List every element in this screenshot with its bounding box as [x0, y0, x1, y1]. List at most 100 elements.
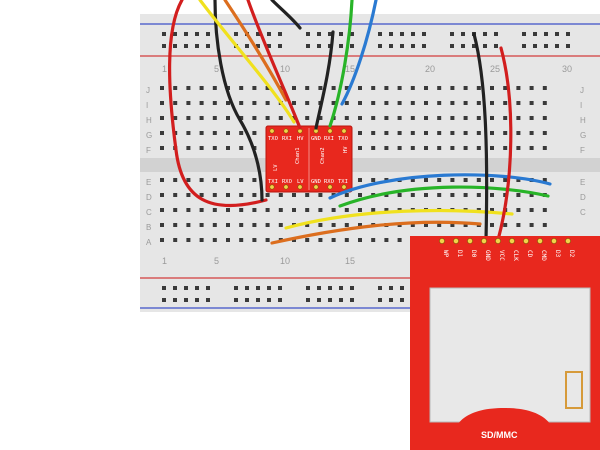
rail-hole: [267, 286, 271, 290]
breadboard-hole: [160, 208, 164, 212]
breadboard-hole: [516, 116, 521, 120]
sd-pin-label: D2: [568, 250, 575, 258]
logic-level-converter[interactable]: TXO RXI HV GND RXI TXO TXI RXO LV GND RX…: [265, 125, 353, 193]
orange-wire[interactable]: [270, 220, 482, 245]
breadboard-hole: [463, 223, 468, 227]
breadboard-hole: [542, 116, 547, 120]
green-wire[interactable]: [328, 0, 354, 128]
breadboard-hole: [305, 208, 310, 212]
breadboard-hole: [173, 223, 178, 227]
rail-hole: [206, 286, 210, 290]
breadboard-hole: [344, 208, 349, 212]
breadboard-hole: [397, 116, 402, 120]
rail-hole: [306, 44, 310, 48]
breadboard-hole: [490, 86, 494, 90]
pin-label: GND: [311, 179, 321, 185]
breadboard-hole: [371, 101, 376, 105]
breadboard-hole: [265, 116, 270, 120]
orange-wire[interactable]: [223, 0, 288, 102]
breadboard-hole: [331, 101, 336, 105]
breadboard-hole: [437, 131, 442, 135]
black-wire[interactable]: [472, 32, 489, 242]
breadboard-hole: [503, 193, 508, 197]
rail-hole: [389, 44, 393, 48]
black-wire[interactable]: [270, 0, 302, 30]
rail-hole: [328, 298, 332, 302]
sd-card-label: SD/MMC: [481, 430, 518, 440]
row-letter: E: [146, 178, 151, 187]
rail-hole: [450, 44, 454, 48]
breadboard-hole: [212, 238, 217, 242]
breadboard-hole: [410, 131, 415, 135]
black-wire[interactable]: [213, 0, 264, 202]
rail-hole: [461, 32, 465, 36]
breadboard-hole: [542, 101, 547, 105]
breadboard-hole: [490, 208, 494, 212]
row-letter: G: [146, 131, 152, 140]
red-wire[interactable]: [246, 0, 302, 130]
breadboard-hole: [331, 223, 336, 227]
rail-hole: [378, 44, 382, 48]
breadboard-hole: [371, 146, 376, 150]
breadboard-hole: [542, 178, 547, 182]
pin-label: RXO: [324, 179, 334, 185]
breadboard-hole: [305, 223, 310, 227]
breadboard-hole: [265, 208, 270, 212]
green-wire[interactable]: [338, 185, 550, 208]
breadboard-hole: [252, 223, 257, 227]
rail-hole: [566, 32, 570, 36]
rail-hole: [173, 44, 177, 48]
red-wire[interactable]: [496, 46, 513, 242]
yellow-wire[interactable]: [198, 0, 296, 124]
column-number: 5: [214, 256, 219, 266]
header-pin: [313, 184, 319, 190]
chan2-label: Chan2: [320, 147, 326, 164]
breadboard-hole: [542, 146, 547, 150]
breadboard-hole: [529, 223, 534, 227]
rail-hole: [378, 32, 382, 36]
breadboard-hole: [437, 178, 442, 182]
row-letter: D: [146, 193, 152, 202]
breadboard-hole: [239, 116, 244, 120]
red-wire[interactable]: [167, 0, 268, 208]
rail-hole: [162, 286, 166, 290]
breadboard-hole: [212, 86, 217, 90]
blue-wire[interactable]: [340, 0, 378, 106]
breadboard-hole: [384, 101, 389, 105]
rail-hole: [184, 286, 188, 290]
rail-hole: [234, 298, 238, 302]
breadboard-hole: [437, 193, 442, 197]
breadboard-hole: [292, 193, 296, 197]
black-wire[interactable]: [314, 30, 335, 130]
rail-hole: [317, 44, 321, 48]
row-letter: I: [580, 101, 582, 110]
breadboard-hole: [542, 223, 547, 227]
rail-hole: [267, 44, 271, 48]
rail-hole: [162, 32, 166, 36]
row-letter: D: [580, 193, 586, 202]
rail-hole: [566, 44, 570, 48]
breadboard-hole: [463, 131, 468, 135]
breadboard-hole: [212, 178, 217, 182]
breadboard-hole: [476, 178, 481, 182]
column-number: 5: [214, 64, 219, 74]
breadboard-hole: [186, 193, 191, 197]
column-number: 15: [345, 256, 355, 266]
row-letter: C: [580, 208, 586, 217]
rail-hole: [206, 44, 210, 48]
breadboard-hole: [397, 86, 402, 90]
sd-card-breakout[interactable]: SD/MMC WP D1 D0 GND VCC CLK CD CMD D3 D2: [410, 236, 600, 450]
breadboard-hole: [358, 238, 362, 242]
breadboard-hole: [239, 101, 244, 105]
breadboard-hole: [318, 193, 323, 197]
breadboard-hole: [173, 208, 178, 212]
rail-hole: [267, 298, 271, 302]
breadboard-hole: [424, 86, 428, 90]
breadboard-hole: [212, 193, 217, 197]
blue-wire[interactable]: [328, 173, 552, 200]
row-letter: F: [580, 146, 585, 155]
breadboard-hole: [410, 223, 415, 227]
rail-hole: [256, 44, 260, 48]
pin-label: TXI: [268, 179, 278, 185]
breadboard-hole: [173, 178, 178, 182]
